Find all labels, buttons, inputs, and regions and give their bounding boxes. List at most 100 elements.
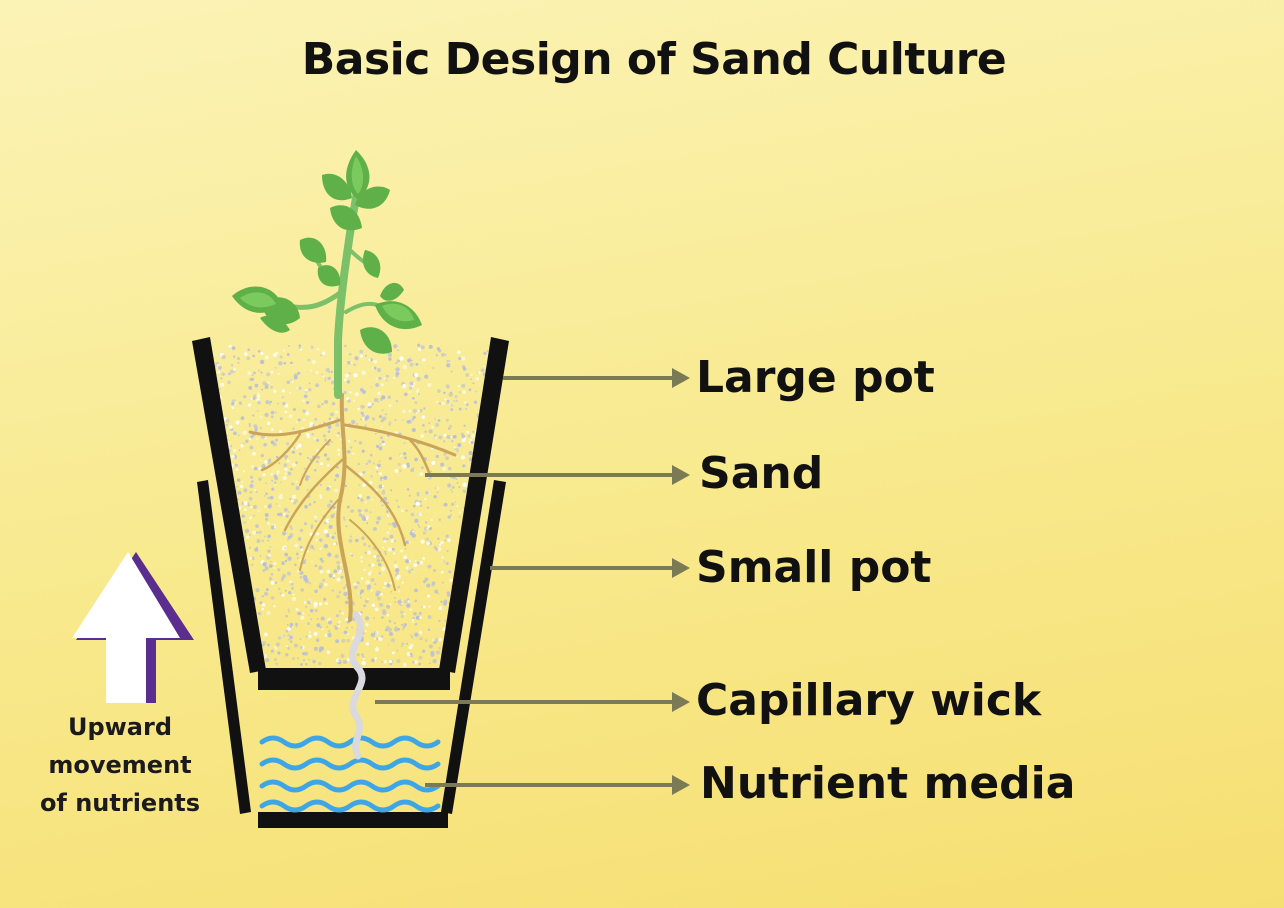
sand-grain xyxy=(419,359,422,361)
sand-grain xyxy=(323,544,329,549)
sand-grain xyxy=(326,650,331,655)
sand-grain xyxy=(306,600,311,605)
sand-grain xyxy=(359,354,364,358)
sand-grain xyxy=(362,418,365,421)
sand-grain xyxy=(332,576,336,579)
sand-grain xyxy=(470,433,476,439)
sand-grain xyxy=(346,360,351,365)
sand-grain xyxy=(243,470,245,473)
sand-grain xyxy=(238,449,241,452)
sand-grain xyxy=(364,616,370,621)
sand-grain xyxy=(375,592,379,597)
sand-grain xyxy=(273,566,276,569)
sand-grain xyxy=(461,455,465,460)
sand-grain xyxy=(421,466,424,469)
sand-grain xyxy=(285,644,289,648)
sand-grain xyxy=(305,388,308,392)
sand-grain xyxy=(443,503,447,507)
sand-grain xyxy=(279,417,283,420)
sand-grain xyxy=(227,380,231,385)
sand-grain xyxy=(371,563,375,567)
sand-grain xyxy=(323,597,327,601)
sand-grain xyxy=(388,423,391,426)
sand-grain xyxy=(414,401,418,404)
sand-grain xyxy=(395,499,399,502)
sand-grain xyxy=(461,383,466,388)
sand-grain xyxy=(448,570,452,574)
sand-grain xyxy=(300,615,305,620)
sand-grain xyxy=(455,399,458,403)
sand-grain xyxy=(330,441,333,443)
sand-grain xyxy=(260,371,263,374)
plant-roots xyxy=(248,393,457,622)
sand-grain xyxy=(305,391,308,394)
sand-grain xyxy=(281,396,284,399)
sand-grain xyxy=(331,589,334,592)
sand-grain xyxy=(306,432,310,437)
sand-grain xyxy=(431,581,436,586)
sand-grain xyxy=(233,448,237,452)
large-pot xyxy=(192,337,509,690)
sand-grain xyxy=(295,421,298,424)
sand-grain xyxy=(329,499,333,503)
sand-grain xyxy=(381,485,384,488)
sand-grain xyxy=(249,490,253,494)
sand-grain xyxy=(273,474,278,479)
sand-grain xyxy=(260,454,264,458)
sand-grain xyxy=(446,593,451,597)
sand-grain xyxy=(243,395,247,399)
sand-grain xyxy=(279,355,283,359)
sand-grain xyxy=(220,377,223,380)
sand-grain xyxy=(259,601,263,605)
sand-grain xyxy=(308,503,312,506)
sand-grain xyxy=(254,428,258,432)
sand-grain xyxy=(303,651,309,656)
sand-grain xyxy=(345,626,349,630)
sand-grain xyxy=(386,604,391,609)
sand-grain xyxy=(319,649,323,653)
sand-grain xyxy=(396,658,401,664)
sand-grain xyxy=(237,361,240,365)
sand-grain xyxy=(348,538,353,543)
sand-grain xyxy=(437,537,440,540)
sand-grain xyxy=(401,418,404,421)
sand-grain xyxy=(306,456,309,459)
sand-grain xyxy=(338,591,341,594)
sand-grain xyxy=(444,398,447,401)
sand-grain xyxy=(266,610,271,616)
sand-grain xyxy=(343,518,346,521)
sand-grain xyxy=(447,483,452,488)
sand-grain xyxy=(321,373,323,376)
sand-grain xyxy=(466,430,470,434)
sand-grain xyxy=(348,372,352,375)
sand-grain xyxy=(295,607,299,611)
sand-grain xyxy=(336,594,340,599)
sand-grain xyxy=(356,653,360,657)
sand-grain xyxy=(316,460,318,463)
sand-grain xyxy=(328,485,331,488)
sand-grain xyxy=(333,569,338,574)
sand-grain xyxy=(265,400,270,405)
sand-grain xyxy=(334,488,338,493)
sand-grain xyxy=(435,454,439,459)
sand-grain xyxy=(398,590,401,593)
sand-grain xyxy=(313,501,316,504)
sand-grain xyxy=(289,525,293,529)
sand-grain xyxy=(428,526,433,531)
sand-grain xyxy=(419,472,424,477)
sand-grain xyxy=(307,358,311,362)
sand-grain xyxy=(399,356,404,361)
sand-grain xyxy=(319,462,323,466)
sand-grain xyxy=(375,444,380,449)
sand-grain xyxy=(316,623,321,628)
sand-grain xyxy=(319,547,322,550)
sand-grain xyxy=(458,511,462,514)
sand-grain xyxy=(249,475,254,480)
sand-grain xyxy=(397,600,402,604)
sand-grain xyxy=(354,356,359,361)
sand-grain xyxy=(393,563,399,569)
sand-grain xyxy=(322,351,326,355)
sand-grain xyxy=(408,391,411,394)
sand-grain xyxy=(414,373,419,377)
sand-grain xyxy=(407,598,410,601)
